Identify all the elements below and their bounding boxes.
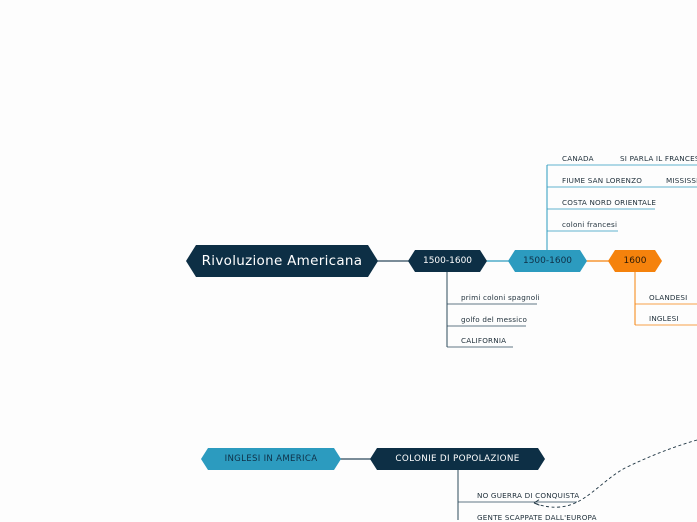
node-colonie-di-popolazione[interactable]: COLONIE DI POPOLAZIONE (370, 448, 545, 470)
node-inglesi-label: INGLESI IN AMERICA (224, 454, 318, 464)
node-period3-label: 1600 (623, 256, 647, 266)
leaf-no-guerra-di-conquista[interactable]: NO GUERRA DI CONQUISTA (477, 491, 580, 500)
node-period1-label: 1500-1600 (422, 256, 473, 266)
node-period-1600[interactable]: 1600 (608, 250, 662, 272)
dashed-relation-curve (533, 439, 697, 508)
leaf-california[interactable]: CALIFORNIA (461, 336, 507, 345)
leaf-costa-nord-orientale[interactable]: COSTA NORD ORIENTALE (562, 198, 657, 207)
leaf-gente-scappate[interactable]: GENTE SCAPPATE DALL'EUROPA (477, 513, 597, 522)
leaf-canada[interactable]: CANADA (562, 154, 594, 163)
leaf-golfo-del-messico[interactable]: golfo del messico (461, 315, 528, 324)
node-colonie-label: COLONIE DI POPOLAZIONE (395, 454, 520, 464)
leaf-si-parla-francese[interactable]: SI PARLA IL FRANCESE (620, 154, 697, 163)
node-root-label: Rivoluzione Americana (201, 253, 363, 269)
leaf-inglesi[interactable]: INGLESI (649, 314, 679, 323)
leaf-mississippi[interactable]: MISSISSI (666, 176, 697, 185)
node-period-1500-1600-b[interactable]: 1500-1600 (508, 250, 587, 272)
node-inglesi-in-america[interactable]: INGLESI IN AMERICA (201, 448, 341, 470)
leaf-fiume-san-lorenzo[interactable]: FIUME SAN LORENZO (562, 176, 643, 185)
node-period2-label: 1500-1600 (522, 256, 573, 266)
leaf-primi-coloni-spagnoli[interactable]: primi coloni spagnoli (461, 293, 540, 302)
node-root[interactable]: Rivoluzione Americana (186, 245, 378, 277)
leaf-olandesi[interactable]: OLANDESI (649, 293, 688, 302)
node-period-1500-1600-a[interactable]: 1500-1600 (408, 250, 487, 272)
relation-arrowhead (533, 499, 540, 506)
leaf-coloni-francesi[interactable]: coloni francesi (562, 220, 618, 229)
